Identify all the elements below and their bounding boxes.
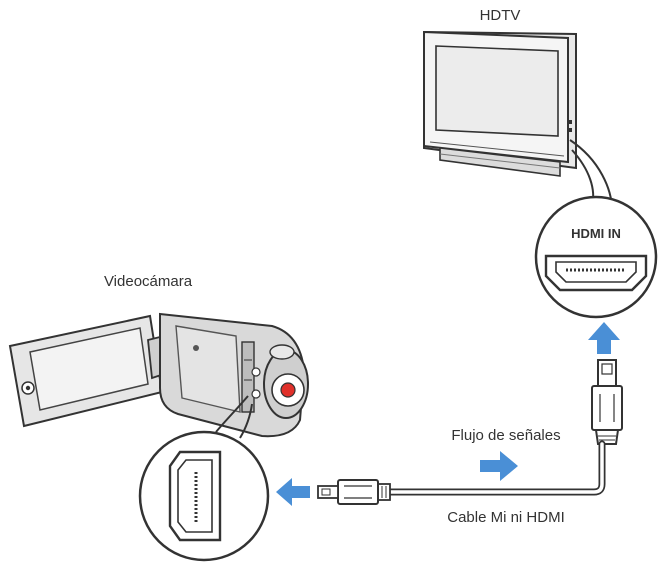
hdmi-plug (591, 359, 623, 445)
mini-hdmi-callout (138, 430, 270, 562)
arrow-up-icon (588, 322, 620, 354)
hdmi-port-icon (544, 254, 648, 292)
tv-label: HDTV (480, 7, 521, 24)
arrow-right-icon (480, 451, 518, 481)
camcorder-icon (8, 312, 309, 438)
camcorder-label: Videocámara (104, 273, 193, 290)
tv-icon (423, 30, 577, 177)
signal-flow-label: Flujo de señales (451, 427, 560, 444)
hdmi-in-callout (534, 195, 658, 319)
cable-label: Cable Mi ni HDMI (447, 509, 565, 526)
mini-hdmi-plug (317, 479, 391, 505)
hdmi-in-label: HDMI IN (571, 226, 621, 241)
mini-hdmi-port-icon (168, 450, 222, 542)
arrow-left-icon (276, 478, 310, 506)
